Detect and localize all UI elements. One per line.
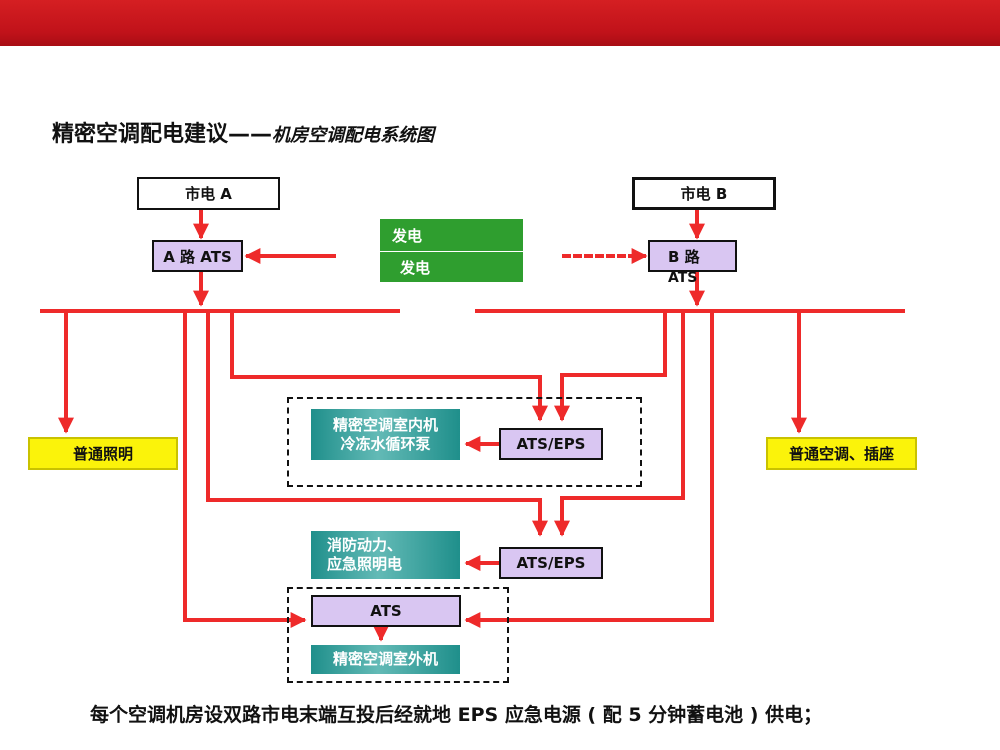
ats-b-label-2: ATS: [668, 271, 698, 283]
mains-a-box: 市电 A: [137, 177, 280, 210]
generator-title: 发电: [392, 226, 423, 245]
ats-c-box: ATS: [311, 595, 461, 627]
mains-b-label: 市电 B: [680, 185, 728, 203]
indoor-group-frame: [287, 397, 642, 487]
indoor-unit-box: 精密空调室内机 冷冻水循环泵: [311, 409, 460, 460]
ats-eps-1-label: ATS/EPS: [516, 435, 586, 453]
mains-a-label: 市电 A: [185, 185, 232, 203]
ats-b-box: B 路: [648, 240, 737, 272]
generator-title-box: 发电: [380, 219, 523, 251]
lighting-box: 普通照明: [28, 437, 178, 470]
ats-a-box: A 路 ATS: [152, 240, 243, 272]
indoor-unit-line2: 冷冻水循环泵: [340, 434, 431, 453]
wire-a-ats-c: [183, 311, 307, 628]
ats-eps-2-label: ATS/EPS: [516, 554, 586, 572]
wire-b-eps2: [554, 311, 685, 537]
ac-socket-label: 普通空调、插座: [788, 445, 894, 463]
ats-c-label: ATS: [370, 602, 402, 620]
mains-b-box: 市电 B: [632, 177, 776, 210]
ac-socket-box: 普通空调、插座: [766, 437, 917, 470]
fire-power-box: 消防动力、 应急照明电: [311, 531, 460, 579]
generator-sub: 发电: [400, 258, 431, 277]
ats-eps-1-box: ATS/EPS: [499, 428, 603, 460]
outdoor-group-frame: [287, 587, 509, 683]
title-sub: 机房空调配电系统图: [272, 125, 435, 146]
ats-eps-2-box: ATS/EPS: [499, 547, 603, 579]
lighting-label: 普通照明: [72, 445, 133, 463]
page-title: 精密空调配电建议——机房空调配电系统图: [52, 116, 434, 148]
title-main: 精密空调配电建议——: [52, 122, 273, 147]
fire-line1: 消防动力、: [327, 536, 403, 554]
wire-b-ats-c: [464, 311, 714, 628]
ats-a-label: A 路 ATS: [163, 247, 232, 266]
header-bar: [0, 0, 1000, 46]
wire-a-eps2: [206, 311, 548, 537]
outdoor-unit-box: 精密空调室外机: [311, 645, 460, 674]
ats-b-label: B 路: [668, 247, 700, 266]
indoor-unit-line1: 精密空调室内机: [332, 415, 438, 434]
footer-note: 每个空调机房设双路市电末端互投后经就地 EPS 应急电源 ( 配 5 分钟蓄电池…: [90, 704, 823, 726]
generator-sub-box: 发电: [380, 252, 523, 282]
outdoor-unit-label: 精密空调室外机: [332, 650, 438, 668]
fire-line2: 应急照明电: [327, 555, 403, 573]
